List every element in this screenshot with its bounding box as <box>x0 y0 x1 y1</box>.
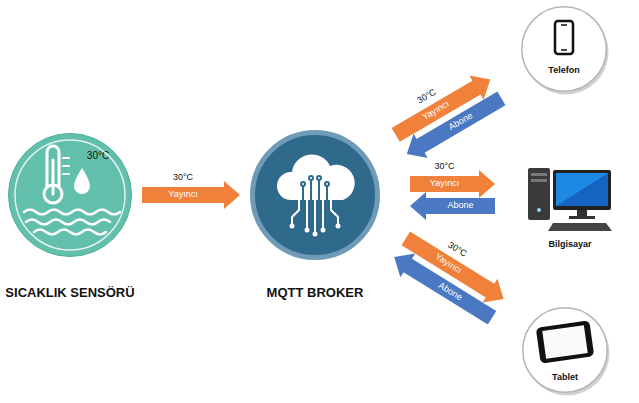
device-label: Telefon <box>548 66 579 76</box>
icon-part <box>322 200 324 228</box>
node-outline <box>520 5 608 93</box>
node-outline <box>8 133 132 257</box>
icon-part <box>561 24 567 26</box>
arrow-label: Abone <box>436 281 463 303</box>
arrow-label: Yayıncı <box>168 190 197 200</box>
icon-part <box>326 186 328 200</box>
icon-part <box>290 224 341 237</box>
icon-part <box>321 228 326 233</box>
icon-part <box>63 157 69 159</box>
temperature-value: 30°C <box>87 150 109 161</box>
icon-part <box>318 180 320 200</box>
icon-part <box>537 208 541 212</box>
icon-part <box>553 170 611 210</box>
node-circle <box>523 308 608 393</box>
device-circle: Telefon <box>520 5 608 93</box>
icon-part <box>74 168 90 194</box>
icon-part <box>15 140 125 250</box>
icon-part <box>63 173 69 175</box>
icon-part <box>44 185 62 203</box>
icon-part <box>277 154 355 200</box>
icon-part <box>306 200 308 228</box>
value-label: 30°C <box>446 241 468 260</box>
device-picture: Bilgisayar <box>525 150 615 240</box>
node-circle <box>253 133 378 258</box>
broker-circle: MQTT BROKER <box>250 130 380 260</box>
block-arrow <box>410 192 495 220</box>
node-circle <box>522 7 607 92</box>
icon-part <box>292 200 299 224</box>
device-circle: Tablet <box>521 306 609 394</box>
value-label: 30°C <box>173 173 193 183</box>
icon-part <box>542 325 587 359</box>
icon-part <box>34 230 106 235</box>
icon-part <box>26 220 110 225</box>
icon-part <box>577 210 587 217</box>
icon-part <box>301 176 329 200</box>
value-label: 30°C <box>416 87 438 106</box>
icon-part <box>314 200 316 232</box>
icon-part <box>310 180 312 200</box>
cloud-icon <box>277 154 355 236</box>
computer-icon <box>528 168 612 231</box>
arrow-label: Abone <box>447 111 474 133</box>
block-arrow <box>142 181 240 209</box>
icon-part <box>24 210 120 215</box>
icon-part <box>305 228 310 233</box>
icon-part <box>528 168 550 220</box>
sensor-circle: 30°CSICAKLIK SENSÖRÜ <box>8 133 132 257</box>
node-outline <box>250 130 380 260</box>
icon-part <box>548 223 612 231</box>
icon-part <box>336 224 341 229</box>
icon-part <box>555 21 573 54</box>
icon-part <box>569 216 595 219</box>
icon-part <box>531 179 547 182</box>
node-heading: SICAKLIK SENSÖRÜ <box>5 286 134 300</box>
icon-part <box>301 182 305 186</box>
icon-part <box>309 176 313 180</box>
icon-part <box>536 320 594 363</box>
device-label: Bilgisayar <box>548 240 591 250</box>
phone-icon <box>555 21 573 54</box>
tablet-icon <box>536 320 594 363</box>
block-arrow <box>410 170 495 198</box>
icon-part <box>325 182 329 186</box>
icon-part <box>313 232 318 237</box>
arrow-label: Yayıncı <box>430 179 459 189</box>
icon-part <box>331 200 338 224</box>
icon-part <box>561 49 567 51</box>
icon-part <box>556 173 608 206</box>
icon-part <box>47 146 59 186</box>
icon-part <box>52 160 55 194</box>
node-circle <box>9 134 132 257</box>
sensor-icon <box>15 140 125 250</box>
icon-part <box>556 173 608 206</box>
icon-part <box>290 224 295 229</box>
icon-part <box>302 186 304 200</box>
icon-part <box>292 200 338 232</box>
device-label: Tablet <box>552 373 578 383</box>
icon-part <box>317 176 321 180</box>
icon-part <box>531 173 547 176</box>
arrow-label: Abone <box>447 201 473 211</box>
icon-part <box>63 165 69 167</box>
value-label: 30°C <box>434 162 454 172</box>
node-heading: MQTT BROKER <box>267 286 364 300</box>
